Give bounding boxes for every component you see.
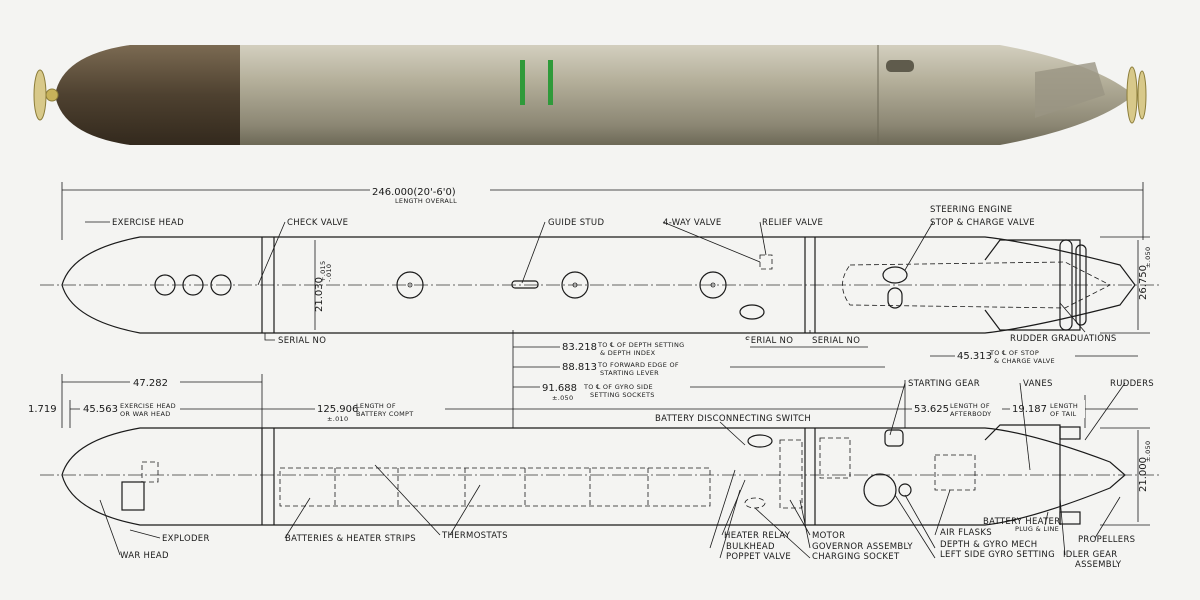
dim-value: 83.218 (562, 342, 597, 353)
label-propellers: PROPELLERS (1078, 535, 1135, 545)
dim-47-282: 47.282 (133, 378, 168, 389)
dim-label: EXERCISE HEAD (120, 402, 176, 410)
tail-span: 26.750 (1138, 265, 1149, 300)
side-diameter: 21.000 (1138, 457, 1149, 492)
top-diameter: 21.030 (314, 277, 325, 312)
label-vanes: VANES (1023, 379, 1053, 389)
label-charging-socket: CHARGING SOCKET (812, 552, 900, 562)
dim-label: LENGTH OF (356, 402, 396, 410)
dim-tolerance: ±.010 (327, 415, 348, 423)
dim-value: 19.187 (1012, 404, 1047, 415)
label-plug-line: PLUG & LINE (1015, 525, 1059, 533)
top-view (40, 236, 1160, 334)
overall-length-label: LENGTH OVERALL (395, 197, 457, 205)
label-air-flasks: AIR FLASKS (940, 528, 992, 538)
dim-gyro: 91.688 ±.050 TO ℄ OF GYRO SIDE SETTING S… (540, 380, 690, 404)
label-rudder-graduations: RUDDER GRADUATIONS (1010, 334, 1117, 344)
label-4-way-valve: 4-WAY VALVE (663, 218, 722, 228)
dim-value: 45.563 (83, 404, 118, 415)
torpedo-nose (55, 45, 240, 145)
label-bulkhead: BULKHEAD (726, 542, 775, 552)
dim-value: 53.625 (914, 404, 949, 415)
label-battery-heater: BATTERY HEATER (983, 517, 1060, 527)
label-idler-gear-assembly: ASSEMBLY (1075, 560, 1122, 570)
propeller-icon (33, 66, 1147, 124)
label-war-head: WAR HEAD (120, 551, 169, 561)
green-stripe (548, 60, 553, 105)
color-torpedo (33, 45, 1147, 145)
tail-window (886, 60, 914, 72)
dim-label: LENGTH (1050, 402, 1078, 410)
dim-label: OR WAR HEAD (120, 410, 171, 418)
top-diameter-tol-plus: +.015 (319, 261, 327, 282)
top-diameter-tol-minus: -.010 (325, 264, 333, 282)
dim-label: TO ℄ OF DEPTH SETTING (597, 341, 684, 349)
label-thermostats: THERMOSTATS (441, 531, 508, 541)
side-diameter-tol: ±.050 (1144, 441, 1152, 462)
label-exploder: EXPLODER (162, 534, 210, 544)
dim-value: 91.688 (542, 383, 577, 394)
label-guide-stud: GUIDE STUD (548, 218, 604, 228)
dim-tail: 19.187 LENGTH OF TAIL (1010, 400, 1085, 418)
label-stop-charge-valve: STOP & CHARGE VALVE (930, 218, 1035, 228)
dim-label: LENGTH OF (950, 402, 990, 410)
overall-length: 246.000(20'-6'0) (372, 187, 456, 198)
label-poppet-valve: POPPET VALVE (726, 552, 791, 562)
label-batteries: BATTERIES & HEATER STRIPS (285, 534, 416, 544)
label-serial-no: SERIAL NO (278, 336, 326, 346)
dim-depth: 83.218 TO ℄ OF DEPTH SETTING & DEPTH IND… (560, 340, 750, 360)
label-starting-gear: STARTING GEAR (908, 379, 980, 389)
dim-value: 88.813 (562, 362, 597, 373)
label-serial-no: SERIAL NO (812, 336, 860, 346)
dim-label: TO ℄ OF GYRO SIDE (583, 383, 653, 391)
dim-stop: 45.313 TO ℄ OF STOP & CHARGE VALVE (955, 348, 1075, 368)
label-left-side-gyro-setting: LEFT SIDE GYRO SETTING (940, 550, 1055, 560)
label-depth-gyro-mech: DEPTH & GYRO MECH (940, 540, 1037, 550)
label-motor: MOTOR (812, 531, 845, 541)
dim-battery: 125.906 ±.010 LENGTH OF BATTERY COMPT (315, 400, 445, 426)
dim-label: OF TAIL (1050, 410, 1077, 418)
dim-lever: 88.813 TO FORWARD EDGE OF STARTING LEVER (560, 360, 730, 380)
label-idler-gear: IDLER GEAR (1063, 550, 1117, 560)
label-check-valve: CHECK VALVE (287, 218, 348, 228)
dim-label: & DEPTH INDEX (600, 349, 656, 357)
side-view (40, 424, 1160, 526)
dim-label: TO FORWARD EDGE OF (597, 361, 679, 369)
label-serial-no: SERIAL NO (745, 336, 793, 346)
dim-label: TO ℄ OF STOP (989, 349, 1039, 357)
label-relief-valve: RELIEF VALVE (762, 218, 823, 228)
tail-fin (1035, 62, 1105, 118)
dim-value: 45.313 (957, 351, 992, 362)
tail-span-tol: ±.050 (1144, 247, 1152, 268)
label-steering-engine: STEERING ENGINE (930, 205, 1012, 215)
green-stripe (520, 60, 525, 105)
dim-label: STARTING LEVER (600, 369, 659, 377)
dim-tolerance: ±.050 (552, 394, 573, 402)
torpedo-body (240, 45, 1135, 145)
dim-label: BATTERY COMPT (356, 410, 414, 418)
dim-label: AFTERBODY (950, 410, 991, 418)
dim-value: 125.906 (317, 404, 358, 415)
dim-offset: 1.719 (28, 404, 57, 415)
label-heater-relay: HEATER RELAY (724, 531, 791, 541)
dim-head: 45.563 EXERCISE HEAD OR WAR HEAD (80, 400, 180, 418)
label-governor-assembly: GOVERNOR ASSEMBLY (812, 542, 913, 552)
dim-label: SETTING SOCKETS (590, 391, 655, 399)
dim-afterbody: 53.625 LENGTH OF AFTERBODY (912, 400, 1002, 418)
label-battery-disconnecting-switch: BATTERY DISCONNECTING SWITCH (655, 414, 811, 424)
dim-label: & CHARGE VALVE (994, 357, 1055, 365)
label-exercise-head: EXERCISE HEAD (112, 218, 184, 228)
label-rudders: RUDDERS (1110, 379, 1154, 389)
